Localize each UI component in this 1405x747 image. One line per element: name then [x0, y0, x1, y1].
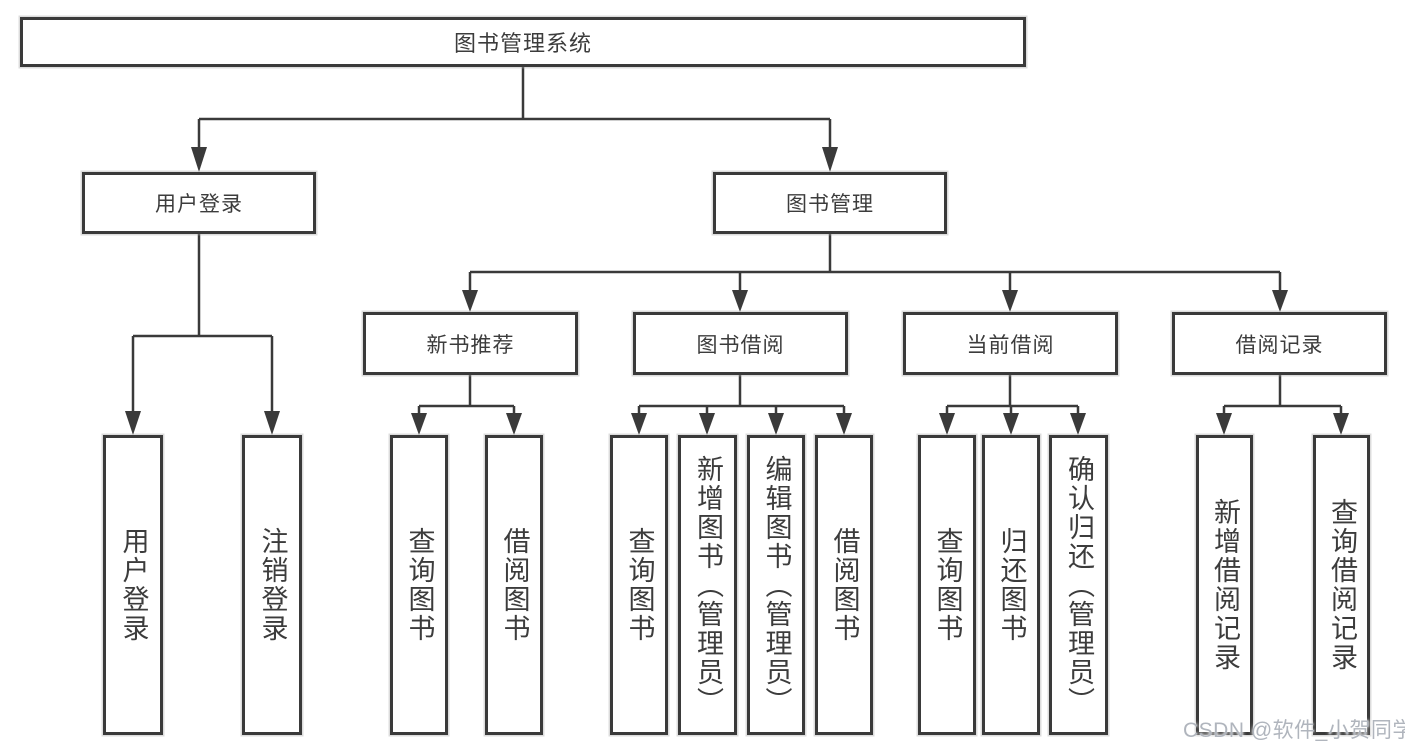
node-user-login: 用户登录: [82, 172, 316, 234]
node-label: 用户登录: [155, 193, 243, 216]
leaf-add-borrow-record: 新增借阅记录: [1196, 435, 1253, 735]
leaf-borrow-books: 借阅图书: [815, 435, 873, 735]
connector-book-borrow: [637, 375, 846, 418]
node-label: 借阅记录: [1235, 333, 1324, 357]
leaf-confirm-return-admin: 确认归还（管理员）: [1049, 435, 1108, 735]
node-book-management: 图书管理: [713, 172, 947, 234]
connector-user-login: [131, 234, 274, 414]
node-new-book-recommend: 新书推荐: [363, 312, 578, 375]
leaf-query-books-current: 查询图书: [918, 435, 976, 735]
leaf-query-borrow-record: 查询借阅记录: [1313, 435, 1370, 735]
node-label: 归还图书: [996, 527, 1027, 643]
leaf-query-books-recommend: 查询图书: [390, 435, 448, 735]
node-label: 图书借阅: [696, 333, 785, 357]
node-label: 新增图书（管理员）: [693, 454, 723, 716]
leaf-add-book-admin: 新增图书（管理员）: [678, 435, 737, 735]
node-label: 新增借阅记录: [1210, 498, 1240, 672]
node-label: 查询借阅记录: [1327, 498, 1357, 672]
leaf-borrow-books-recommend: 借阅图书: [485, 435, 543, 735]
node-label: 用户登录: [118, 527, 149, 643]
node-label: 查询图书: [624, 527, 655, 643]
node-label: 借阅图书: [499, 527, 530, 643]
node-borrow-records: 借阅记录: [1172, 312, 1387, 375]
node-label: 查询图书: [404, 527, 435, 643]
leaf-logout: 注销登录: [242, 435, 302, 735]
node-label: 确认归还（管理员）: [1064, 454, 1094, 716]
node-current-borrow: 当前借阅: [903, 312, 1118, 375]
node-label: 新书推荐: [426, 333, 515, 357]
node-label: 查询图书: [932, 527, 963, 643]
node-label: 借阅图书: [829, 527, 860, 643]
leaf-edit-book-admin: 编辑图书（管理员）: [747, 435, 805, 735]
leaf-user-login: 用户登录: [103, 435, 163, 735]
node-label: 当前借阅: [966, 333, 1055, 357]
connector-new-book-recommend: [417, 375, 516, 418]
node-label: 图书管理系统: [453, 31, 592, 56]
node-label: 编辑图书（管理员）: [761, 454, 792, 716]
connector-root: [197, 67, 832, 150]
watermark: CSDN @软件_小贺同学: [1183, 719, 1405, 742]
node-label: 注销登录: [257, 527, 288, 643]
node-library-management-system: 图书管理系统: [20, 17, 1026, 67]
connector-book-management: [468, 234, 1282, 294]
connector-borrow-records: [1222, 375, 1343, 418]
node-book-borrow: 图书借阅: [633, 312, 848, 375]
arrowheads: [125, 147, 1349, 435]
node-label: 图书管理: [786, 193, 874, 216]
leaf-return-books: 归还图书: [982, 435, 1040, 735]
leaf-query-books-borrow: 查询图书: [610, 435, 668, 735]
connector-current-borrow: [945, 375, 1080, 418]
